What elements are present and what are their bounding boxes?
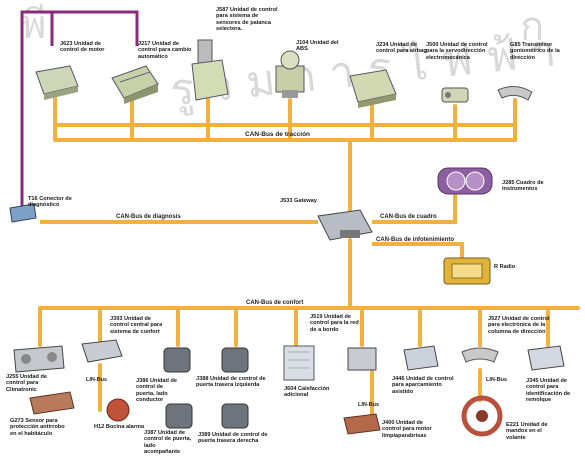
j446-parking-unit-image (404, 346, 438, 370)
j527-column-unit-image (462, 348, 498, 362)
label-j345: J345 Unidad de control para identificaci… (526, 378, 582, 404)
label-j500: J500 Unidad de control para la servodire… (426, 42, 496, 61)
label-j400: J400 Unidad de control para motor limpia… (382, 420, 440, 439)
bus-label-confort: CAN-Bus de confort (246, 300, 303, 306)
j387-door-unit-image (166, 404, 192, 428)
label-j285: J285 Cuadro de instrumentos (502, 180, 560, 193)
label-j217: J217 Unidad de control para cambio autom… (138, 41, 196, 60)
g85-sensor-image (498, 86, 532, 100)
label-j104: J104 Unidad del ABS (296, 40, 342, 53)
j285-instrument-cluster-image (438, 168, 492, 194)
label-j393: J393 Unidad de control central para sist… (110, 316, 168, 335)
j345-trailer-unit-image (528, 346, 564, 370)
label-j623: J623 Unidad de control de motor (60, 41, 120, 54)
watermark-text-left: พี (20, 2, 46, 48)
j400-wiper-motor-image (344, 414, 380, 434)
g273-sensor-image (30, 392, 74, 414)
label-j604: J604 Calefacción adicional (284, 386, 332, 399)
label-j387: J387 Unidad de control de puerta, lado a… (144, 430, 192, 461)
label-j446: J446 Unidad de control para aparcamiento… (392, 376, 456, 395)
bus-label-cuadro: CAN-Bus de cuadro (380, 214, 437, 220)
j500-steering-image (442, 88, 468, 102)
bus-label-traccion: CAN-Bus de tracción (245, 131, 310, 138)
label-j533: J533 Gateway (280, 198, 326, 204)
j393-central-unit-image (82, 340, 122, 362)
j604-heater-image (284, 346, 314, 380)
label-g273: G273 Sensor para protección antirrobo en… (10, 418, 72, 437)
bus-label-lin-2: LIN-Bus (358, 402, 379, 408)
j533-gateway-image (318, 210, 372, 240)
label-j587: J587 Unidad de control para sistema de s… (216, 7, 282, 33)
bus-label-diagnosis: CAN-Bus de diagnosis (116, 214, 181, 220)
label-j527: J527 Unidad de control para electrónica … (488, 316, 554, 335)
instrument-buses (372, 190, 462, 262)
radio-image (444, 258, 490, 284)
h12-horn-image (107, 399, 129, 421)
label-j519: J519 Unidad de control para la red de a … (310, 314, 362, 333)
label-e221: E221 Unidad de mandos en el volante (506, 422, 558, 441)
j519-network-unit-image (348, 348, 376, 370)
label-j389: J389 Unidad de control de puerta trasera… (198, 432, 274, 445)
label-t16: T16 Conector de diagnóstico (28, 196, 84, 209)
label-j388: J388 Unidad de control de puerta trasera… (196, 376, 272, 389)
j388-door-unit-image (222, 348, 248, 372)
label-j255: J255 Unidad de control para Climatronic (6, 374, 62, 393)
bus-label-lin-3: LIN-Bus (486, 377, 507, 383)
label-radio: R Radio (494, 264, 534, 270)
bus-label-infotenimiento: CAN-Bus de infotenimiento (376, 237, 454, 243)
j217-ecu-image (112, 66, 158, 104)
e221-steering-wheel-image (464, 398, 500, 434)
bus-label-lin-1: LIN-Bus (86, 377, 107, 383)
j389-door-unit-image (222, 404, 248, 428)
j255-climatronic-image (14, 346, 64, 372)
j623-ecu-image (36, 66, 78, 100)
label-j386: J386 Unidad de control de puerta, lado c… (136, 378, 178, 404)
j587-selector-image (192, 40, 228, 100)
j386-door-unit-image (164, 348, 190, 372)
label-j234: J234 Unidad de control para airbag (376, 42, 428, 55)
label-g85: G85 Transmisor goniométrico de la direcc… (510, 42, 568, 61)
